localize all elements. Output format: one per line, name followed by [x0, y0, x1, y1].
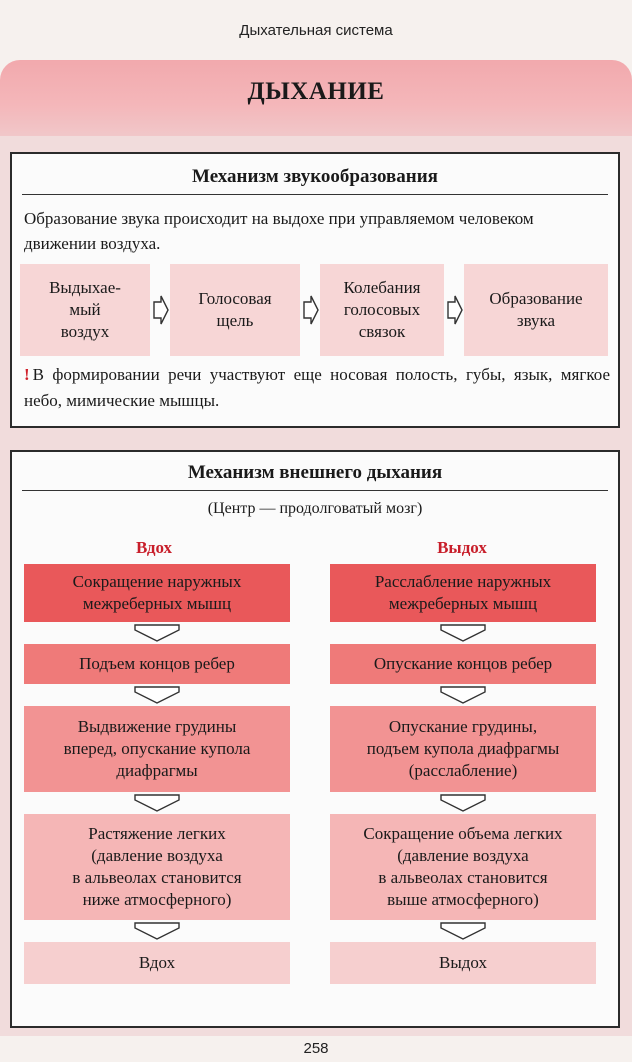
- sound-step-3: Колебания голосовых связок: [320, 264, 444, 356]
- arrow-right-icon: [447, 295, 463, 325]
- arrow-down-icon: [134, 794, 180, 812]
- sound-step-1-label: Выдыхае- мый воздух: [49, 278, 121, 341]
- inhale-step-2: Подъем концов ребер: [24, 644, 290, 684]
- inhale-step-1-label: Сокращение наружных межреберных мышц: [72, 572, 242, 613]
- exhale-step-2-label: Опускание концов ребер: [373, 654, 553, 673]
- inhale-step-3-label: Выдвижение грудины вперед, опускание куп…: [63, 717, 251, 780]
- inhale-heading: Вдох: [135, 538, 173, 557]
- inhale-step-5: Вдох: [24, 942, 290, 984]
- sound-step-4-label: Образование звука: [489, 289, 583, 330]
- sound-step-1: Выдыхае- мый воздух: [20, 264, 150, 356]
- sound-step-3-label: Колебания голосовых связок: [343, 278, 421, 341]
- exhale-step-4-label: Сокращение объема легких (давление возду…: [363, 824, 563, 909]
- arrow-down-icon: [440, 624, 486, 642]
- breathing-mechanism-box: Механизм внешнего дыхания (Центр — продо…: [10, 450, 620, 1028]
- exhale-step-1-label: Расслабление наружных межреберных мышц: [374, 572, 552, 613]
- title-rule: [22, 490, 608, 491]
- title-rule: [22, 194, 608, 195]
- sound-step-2: Голосовая щель: [170, 264, 300, 356]
- arrow-down-icon: [134, 686, 180, 704]
- running-head: Дыхательная система: [239, 22, 393, 39]
- inhale-step-4-label: Растяжение легких (давление воздуха в ал…: [72, 824, 242, 909]
- sound-step-2-label: Голосовая щель: [198, 289, 272, 330]
- banner-title: ДЫХАНИЕ: [247, 78, 385, 105]
- inhale-step-5-label: Вдох: [138, 953, 176, 972]
- exhale-step-2: Опускание концов ребер: [330, 644, 596, 684]
- exclamation-icon: !: [24, 365, 30, 384]
- inhale-step-2-label: Подъем концов ребер: [79, 654, 235, 673]
- sound-mechanism-box: Механизм звукообразования Образование зв…: [10, 152, 620, 428]
- section-banner: ДЫХАНИЕ: [0, 60, 632, 136]
- page-number: 258: [303, 1040, 329, 1057]
- arrow-down-icon: [134, 922, 180, 940]
- exhale-step-3-label: Опускание грудины, подъем купола диафраг…: [366, 717, 560, 780]
- exhale-step-4: Сокращение объема легких (давление возду…: [330, 814, 596, 920]
- sound-note: !В формировании речи участвуют еще носов…: [24, 362, 610, 414]
- arrow-right-icon: [153, 295, 169, 325]
- exhale-step-1: Расслабление наружных межреберных мышц: [330, 564, 596, 622]
- inhale-step-3: Выдвижение грудины вперед, опускание куп…: [24, 706, 290, 792]
- arrow-down-icon: [134, 624, 180, 642]
- sound-note-text: В формировании речи участвуют еще носова…: [24, 365, 610, 410]
- breathing-mechanism-title: Механизм внешнего дыхания: [187, 462, 443, 483]
- sound-step-4: Образование звука: [464, 264, 608, 356]
- inhale-step-1: Сокращение наружных межреберных мышц: [24, 564, 290, 622]
- arrow-right-icon: [303, 295, 319, 325]
- arrow-down-icon: [440, 922, 486, 940]
- exhale-step-5-label: Выдох: [439, 953, 487, 972]
- exhale-step-5: Выдох: [330, 942, 596, 984]
- inhale-step-4: Растяжение легких (давление воздуха в ал…: [24, 814, 290, 920]
- sound-intro-text: Образование звука происходит на выдохе п…: [24, 209, 534, 253]
- exhale-heading: Выдох: [437, 538, 487, 557]
- breathing-subtitle: (Центр — продолговатый мозг): [207, 500, 423, 517]
- exhale-step-3: Опускание грудины, подъем купола диафраг…: [330, 706, 596, 792]
- sound-mechanism-title: Механизм звукообразования: [192, 166, 438, 187]
- arrow-down-icon: [440, 686, 486, 704]
- arrow-down-icon: [440, 794, 486, 812]
